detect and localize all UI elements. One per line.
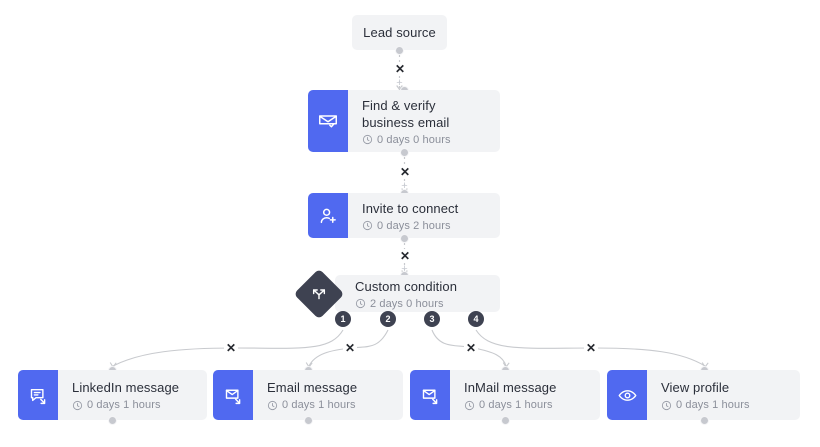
node-custom-condition-label: Custom condition [355,278,458,294]
node-inmail-message[interactable]: InMail message 0 days 1 hours [410,370,600,420]
clock-icon [661,400,672,410]
envelope-arrow-icon [213,370,253,420]
node-custom-condition-body: Custom condition 2 days 0 hours [335,275,500,312]
node-linkedin-message-duration-text: 0 days 1 hours [87,399,161,411]
branch-badge-2[interactable]: 2 [380,311,396,327]
node-custom-condition-duration-text: 2 days 0 hours [370,297,444,310]
node-find-verify-email[interactable]: Find & verify business email 0 days 0 ho… [308,90,500,152]
node-view-profile[interactable]: View profile 0 days 1 hours [607,370,800,420]
port-inmail-message-out[interactable] [501,416,510,425]
node-lead-source-label: Lead source [363,25,436,40]
envelope-arrow-icon [410,370,450,420]
edge-delete-invite-to-condition[interactable]: ✕ [398,249,412,263]
port-email-message-out[interactable] [304,416,313,425]
person-plus-icon [308,193,348,238]
clock-icon [464,400,475,410]
port-invite-to-connect-out[interactable] [400,234,409,243]
edge-delete-branch-2[interactable]: ✕ [343,341,357,355]
port-find-verify-email-out[interactable] [400,148,409,157]
edge-add-email-to-invite[interactable]: + [401,180,408,192]
port-view-profile-out[interactable] [700,416,709,425]
clock-icon [362,134,373,145]
node-invite-to-connect-body: Invite to connect 0 days 2 hours [348,193,500,238]
clock-icon [362,220,373,231]
node-inmail-message-label: InMail message [464,380,557,395]
node-inmail-message-body: InMail message 0 days 1 hours [450,370,600,420]
node-find-verify-email-duration-text: 0 days 0 hours [377,133,451,146]
eye-icon [607,370,647,420]
node-invite-to-connect[interactable]: Invite to connect 0 days 2 hours [308,193,500,238]
edge-delete-branch-1[interactable]: ✕ [224,341,238,355]
branch-badge-1[interactable]: 1 [335,311,351,327]
edge-add-invite-to-condition[interactable]: + [401,263,408,275]
port-lead-source-out[interactable] [395,46,404,55]
port-linkedin-message-out[interactable] [108,416,117,425]
node-email-message-body: Email message 0 days 1 hours [253,370,403,420]
node-email-message-label: Email message [267,380,358,395]
node-custom-condition[interactable]: Custom condition 2 days 0 hours [335,275,500,312]
node-view-profile-duration-text: 0 days 1 hours [676,399,750,411]
node-email-message-duration: 0 days 1 hours [267,399,403,411]
clock-icon [355,298,366,309]
node-view-profile-duration: 0 days 1 hours [661,399,800,411]
node-email-message-duration-text: 0 days 1 hours [282,399,356,411]
node-view-profile-body: View profile 0 days 1 hours [647,370,800,420]
node-invite-to-connect-label: Invite to connect [362,200,459,216]
edge-delete-branch-4[interactable]: ✕ [584,341,598,355]
node-view-profile-label: View profile [661,380,730,395]
edge-add-lead-to-email[interactable]: + [396,77,403,89]
node-find-verify-email-duration: 0 days 0 hours [362,134,500,146]
envelope-check-icon [308,90,348,152]
node-linkedin-message-label: LinkedIn message [72,380,180,395]
branch-badge-3[interactable]: 3 [424,311,440,327]
node-find-verify-email-body: Find & verify business email 0 days 0 ho… [348,90,500,152]
node-email-message[interactable]: Email message 0 days 1 hours [213,370,403,420]
chat-bubble-arrow-icon [18,370,58,420]
node-inmail-message-duration-text: 0 days 1 hours [479,399,553,411]
edge-delete-lead-to-email[interactable]: ✕ [393,62,407,76]
clock-icon [72,400,83,410]
node-linkedin-message-body: LinkedIn message 0 days 1 hours [58,370,207,420]
node-invite-to-connect-duration: 0 days 2 hours [362,220,500,232]
edge-delete-email-to-invite[interactable]: ✕ [398,165,412,179]
clock-icon [267,400,278,410]
node-linkedin-message[interactable]: LinkedIn message 0 days 1 hours [18,370,207,420]
edge-delete-branch-3[interactable]: ✕ [464,341,478,355]
node-find-verify-email-label: Find & verify business email [362,97,450,130]
branch-badge-4[interactable]: 4 [468,311,484,327]
node-inmail-message-duration: 0 days 1 hours [464,399,600,411]
node-custom-condition-duration: 2 days 0 hours [355,298,500,310]
node-invite-to-connect-duration-text: 0 days 2 hours [377,219,451,232]
node-linkedin-message-duration: 0 days 1 hours [72,399,207,411]
node-lead-source[interactable]: Lead source [352,15,447,50]
branch-split-icon[interactable] [293,268,345,320]
